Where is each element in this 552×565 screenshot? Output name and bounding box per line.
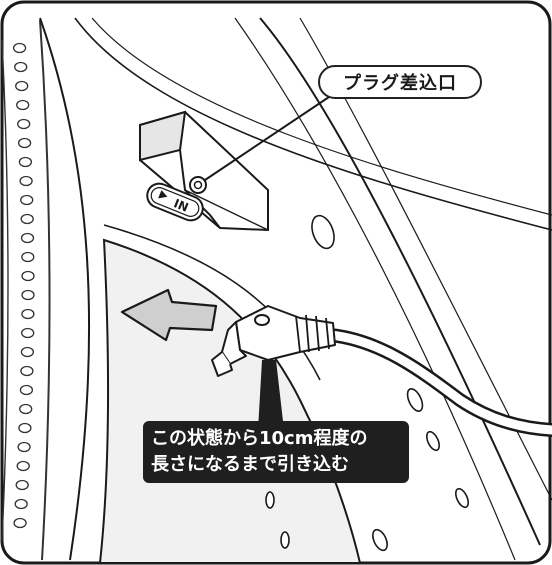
plug-socket [189,176,207,194]
grille-hole [21,270,35,282]
grille-hole [12,42,27,54]
grille-hole [21,251,35,263]
in-marker-text: IN [172,196,191,214]
grille-holes [12,42,35,529]
instruction-pointer [258,360,284,430]
grille-hole [19,175,33,187]
grille-hole [20,194,34,206]
grille-hole [21,289,35,301]
instruction-line-2: 長さになるまで引き込む [151,454,349,475]
grille-hole [20,213,34,225]
grille-hole [20,365,34,377]
grille-hole [21,327,35,339]
rim-holes [265,214,469,552]
grille-hole [18,156,33,168]
pull-direction-arrow [120,288,218,342]
power-cord [323,328,552,437]
grille-hole [17,441,31,453]
grille-hole [17,137,32,149]
grille-hole [15,479,29,491]
grille-hole [20,232,35,244]
instruction-line-1: この状態から10cm程度の [151,428,368,449]
grille-hole [14,61,28,73]
grille-hole [19,403,33,415]
grille-hole [16,99,30,111]
label-leader-line [204,94,333,181]
grille-hole [17,118,31,130]
grille-strip [1,19,51,561]
grille-hole [18,422,32,434]
grille-hole [21,308,35,320]
grille-hole [19,384,34,396]
grille-hole [20,346,35,358]
instruction-callout: この状態から10cm程度の 長さになるまで引き込む [143,421,409,483]
grille-hole [15,80,29,92]
plug-inlet-label: プラグ差込口 [318,65,482,99]
grille-hole [14,498,28,510]
grille-hole [16,460,30,472]
grille-hole [13,517,27,529]
plug [211,305,336,377]
in-marker: IN [146,182,204,222]
inlet-housing [139,110,269,232]
